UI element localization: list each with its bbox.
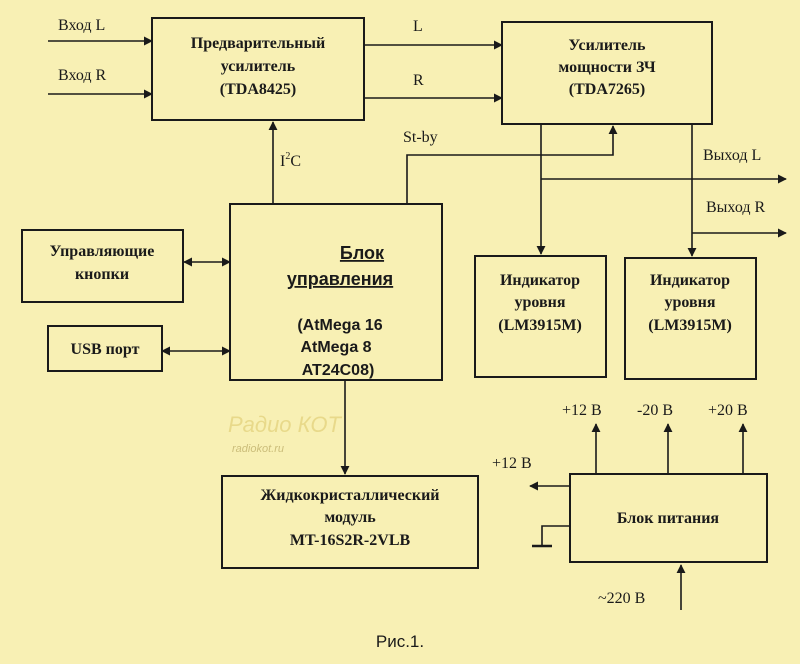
preamp-line3: (TDA8425) — [220, 81, 296, 98]
buttons-line2: кнопки — [75, 266, 129, 283]
watermark-site: radiokot.ru — [232, 443, 284, 455]
i2c-sup: 2 — [285, 151, 290, 162]
preamp-line1: Предварительный — [191, 35, 325, 52]
output-r-label: Выход R — [706, 199, 765, 216]
output-l-label: Выход L — [703, 147, 761, 164]
input-r-label: Вход R — [58, 67, 107, 84]
control-line3: (AtMega 16 — [297, 317, 382, 334]
buttons-line1: Управляющие — [50, 243, 155, 260]
usb-label: USB порт — [71, 341, 140, 358]
ground-wire — [541, 525, 570, 546]
control-line2: управления — [287, 269, 393, 289]
lcd-block — [221, 475, 479, 569]
indicator-l-block — [474, 255, 607, 378]
rail-p12-left-label: +12 В — [492, 455, 532, 472]
stby-label: St-by — [403, 129, 438, 146]
control-line1: Блок — [340, 243, 385, 263]
indicator-r-line1: Индикатор — [650, 272, 730, 289]
rail-p20-label: +20 В — [708, 402, 748, 419]
control-line4: AtMega 8 — [300, 339, 371, 356]
lcd-line3: MT-16S2R-2VLB — [290, 532, 411, 549]
stby-line — [406, 125, 618, 204]
lcd-line2: модуль — [324, 509, 376, 526]
rail-p12-top-label: +12 В — [562, 402, 602, 419]
i2c-main: I — [280, 153, 285, 170]
preamp-block — [151, 17, 365, 121]
control-block — [229, 203, 443, 381]
control-line5: AT24C08) — [302, 362, 375, 379]
power-amp-line1: Усилитель — [569, 37, 646, 54]
indicator-r-line3: (LM3915M) — [648, 317, 732, 334]
indicator-r-line2: уровня — [664, 294, 715, 311]
power-amp-line3: (TDA7265) — [569, 81, 645, 98]
indicator-l-line3: (LM3915M) — [498, 317, 582, 334]
indicator-r-block — [624, 257, 757, 380]
lcd-line1: Жидкокристаллический — [260, 487, 439, 504]
power-amp-line2: мощности ЗЧ — [558, 59, 655, 76]
signal-l-label: L — [413, 18, 423, 35]
power-amp-block — [501, 21, 713, 125]
indicator-l-line2: уровня — [514, 294, 565, 311]
preamp-line2: усилитель — [221, 58, 296, 75]
buttons-block — [21, 229, 184, 303]
figure-caption: Рис.1. — [375, 632, 425, 651]
signal-r-label: R — [413, 72, 424, 89]
watermark-brand: Радио КОТ — [228, 412, 342, 437]
i2c-tail: C — [290, 153, 301, 170]
mains-label: ~220 В — [598, 590, 645, 607]
input-l-label: Вход L — [58, 17, 105, 34]
watermark: Радио КОТ radiokot.ru — [228, 412, 342, 455]
psu-label: Блок питания — [617, 510, 719, 527]
i2c-label: I2C — [280, 151, 301, 170]
indicator-l-line1: Индикатор — [500, 272, 580, 289]
rail-m20-label: -20 В — [637, 402, 673, 419]
